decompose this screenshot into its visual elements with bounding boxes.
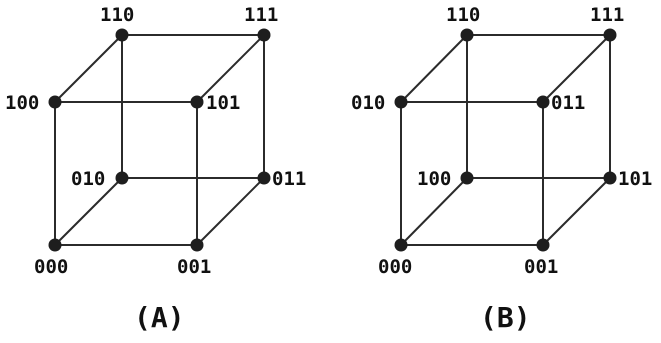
cube-labels: 010 011 000 001 110 111 100 101 <box>351 4 652 278</box>
label-front-top-right: 101 <box>206 92 240 114</box>
edge-connect-bottom-left <box>54 177 123 246</box>
label-back-top-left: 110 <box>446 4 480 26</box>
label-back-bottom-left: 100 <box>417 168 451 190</box>
node-front-bottom-left <box>394 238 408 252</box>
label-back-bottom-left: 010 <box>71 168 105 190</box>
label-front-top-right: 011 <box>551 92 585 114</box>
edge-connect-top-left <box>400 34 468 103</box>
label-back-bottom-right: 101 <box>618 168 652 190</box>
label-back-top-right: 111 <box>590 4 624 26</box>
cube-edges <box>400 34 611 246</box>
node-front-top-right <box>190 95 204 109</box>
node-front-top-left <box>48 95 62 109</box>
node-front-bottom-right <box>536 238 550 252</box>
caption-b: (B) <box>480 301 531 334</box>
label-front-bottom-left: 000 <box>378 256 412 278</box>
edge-connect-bottom-left <box>400 177 468 246</box>
cube-nodes <box>394 28 617 252</box>
label-front-top-left: 100 <box>5 92 39 114</box>
cube-diagram-b: 010 011 000 001 110 111 100 101 (B) <box>351 4 652 334</box>
node-back-top-left <box>115 28 129 42</box>
label-front-bottom-right: 001 <box>177 256 211 278</box>
node-back-top-right <box>257 28 271 42</box>
node-front-top-left <box>394 95 408 109</box>
node-back-top-right <box>603 28 617 42</box>
node-front-bottom-right <box>190 238 204 252</box>
label-front-bottom-right: 001 <box>524 256 558 278</box>
cube-nodes <box>48 28 271 252</box>
edge-connect-bottom-right <box>542 177 611 246</box>
edge-connect-top-right <box>196 34 265 103</box>
cube-edges <box>54 34 265 246</box>
node-front-bottom-left <box>48 238 62 252</box>
label-front-top-left: 010 <box>351 92 385 114</box>
label-front-bottom-left: 000 <box>34 256 68 278</box>
node-back-bottom-left <box>460 171 474 185</box>
node-front-top-right <box>536 95 550 109</box>
edge-connect-bottom-right <box>196 177 265 246</box>
label-back-top-right: 111 <box>244 4 278 26</box>
edge-connect-top-left <box>54 34 123 103</box>
cube-labels: 100 101 000 001 110 111 010 011 <box>5 4 306 278</box>
node-back-top-left <box>460 28 474 42</box>
label-back-bottom-right: 011 <box>272 168 306 190</box>
node-back-bottom-left <box>115 171 129 185</box>
label-back-top-left: 110 <box>100 4 134 26</box>
node-back-bottom-right <box>257 171 271 185</box>
node-back-bottom-right <box>603 171 617 185</box>
edge-connect-top-right <box>542 34 611 103</box>
cube-diagram-a: 100 101 000 001 110 111 010 011 (A) <box>5 4 306 334</box>
caption-a: (A) <box>134 301 185 334</box>
